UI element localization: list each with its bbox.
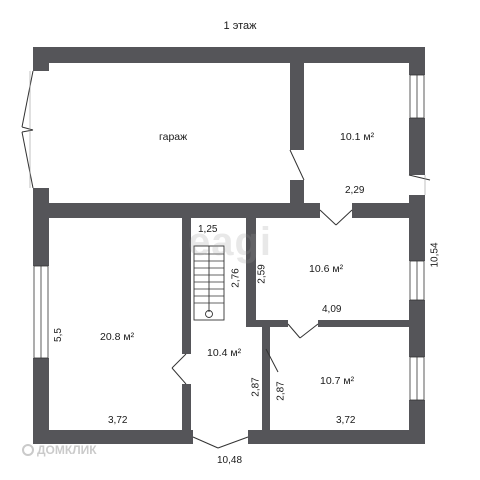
domclick-logo-icon (22, 444, 34, 456)
wall-stair-right (246, 218, 256, 322)
dim-stair-height: 2,76 (230, 268, 242, 288)
dim-left-side: 5,5 (52, 328, 64, 342)
wall-hall-right-upper (262, 327, 270, 349)
staircase (193, 245, 225, 321)
wall-mid-horizontal-a (49, 203, 320, 218)
wall-left-upper (33, 47, 49, 71)
wall-right-1 (409, 47, 425, 75)
watermark-corner: ДОМКЛИК (22, 443, 97, 457)
wall-garage-right-upper (290, 63, 304, 150)
dim-right-bottom: 3,72 (336, 415, 356, 426)
wall-bottom-right (248, 430, 425, 444)
watermark-center: eagi (188, 220, 273, 264)
wall-midroom-bottom-a (246, 320, 288, 327)
wall-right-4 (409, 300, 425, 357)
dim-top-right-width: 2,29 (345, 185, 365, 196)
wall-right-2 (409, 118, 425, 175)
wall-left-lower (33, 358, 49, 444)
wall-midroom-bottom-b (318, 320, 409, 327)
dim-hall-height: 2,87 (250, 377, 262, 397)
room-label-hall: 10.4 м² (207, 347, 242, 359)
walls (33, 47, 425, 444)
wall-leftroom-right-lower (182, 384, 191, 430)
room-label-bottom-right: 10.7 м² (320, 375, 355, 387)
wall-mid-horizontal-b (352, 203, 409, 218)
dim-mid-width: 4,09 (322, 304, 342, 315)
wall-right-5 (409, 400, 425, 444)
wall-right-3 (409, 195, 425, 261)
wall-bottom-left (33, 430, 193, 444)
dim-stair-width: 1,25 (198, 224, 218, 235)
wall-leftroom-right-upper (182, 218, 191, 354)
wall-hall-right-lower (262, 349, 270, 430)
windows (33, 74, 425, 401)
floor-title: 1 этаж (223, 20, 257, 32)
dim-bottom-right-height: 2,87 (275, 381, 287, 401)
dim-bottom-outer: 10,48 (217, 455, 243, 466)
wall-left-mid (33, 188, 49, 266)
room-label-garage: гараж (159, 131, 188, 143)
dim-mid-height: 2,59 (256, 264, 268, 284)
watermark-corner-text: ДОМКЛИК (37, 443, 97, 457)
garage-gate (21, 70, 34, 189)
room-label-top-right: 10.1 м² (340, 131, 375, 143)
wall-top (33, 47, 425, 63)
doors (171, 149, 431, 449)
room-label-left: 20.8 м² (100, 331, 135, 343)
dim-right-outer: 10,54 (429, 242, 441, 268)
stair-steps (194, 253, 224, 304)
room-label-mid-right: 10.6 м² (309, 263, 344, 275)
dim-left-bottom: 3,72 (108, 415, 128, 426)
